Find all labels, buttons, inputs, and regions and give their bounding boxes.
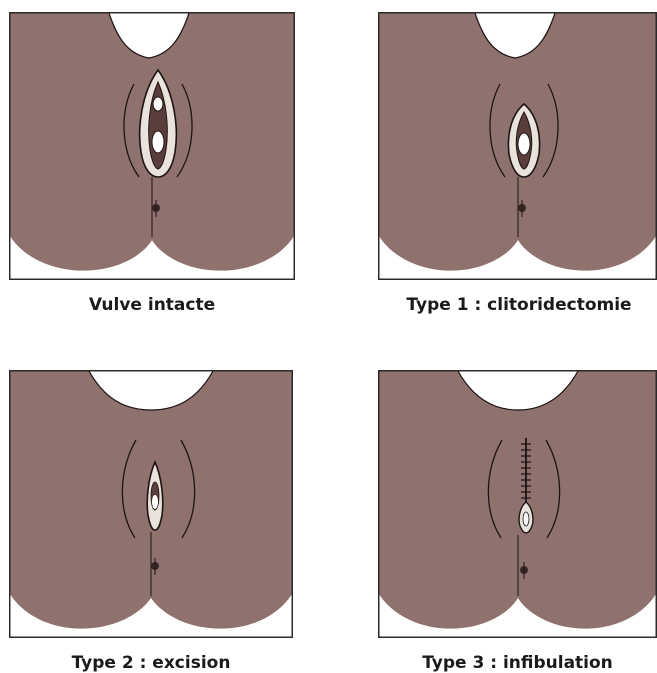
illustration-intact — [9, 12, 295, 280]
diagram-panel-type1 — [378, 12, 657, 280]
caption-type3: Type 3 : infibulation — [378, 653, 657, 673]
diagram-panel-type3 — [378, 370, 657, 638]
diagram-panel-intact — [9, 12, 295, 280]
caption-type2: Type 2 : excision — [9, 653, 293, 673]
illustration-type2 — [9, 370, 293, 638]
caption-intact: Vulve intacte — [9, 295, 295, 315]
illustration-type1 — [378, 12, 657, 280]
diagram-panel-type2 — [9, 370, 293, 638]
illustration-type3 — [378, 370, 657, 638]
caption-type1: Type 1 : clitoridectomie — [385, 295, 653, 315]
